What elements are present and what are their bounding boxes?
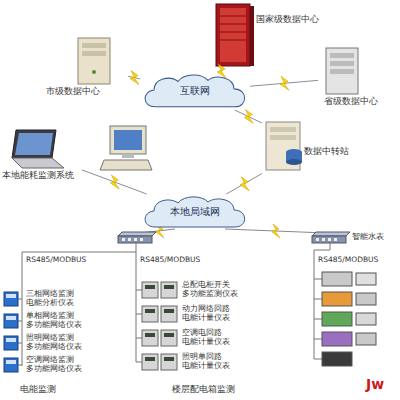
device-icon bbox=[322, 272, 376, 366]
lightning-symbol bbox=[280, 76, 289, 90]
device-label: 单相网络监测 多功能网络仪表 bbox=[26, 312, 86, 329]
network-link bbox=[82, 170, 147, 194]
device-node: 本地能耗监测系统 bbox=[2, 126, 82, 184]
network-cloud: 互联网 bbox=[140, 72, 250, 110]
device-label: RS485/MODBUS bbox=[318, 256, 378, 265]
node-label: 本地能耗监测系统 bbox=[2, 170, 74, 180]
lightning-symbol bbox=[110, 175, 119, 189]
meter-icon bbox=[4, 292, 18, 372]
server-icon bbox=[216, 4, 254, 66]
device-label: 三相网络监测 电能分析仪表 bbox=[26, 290, 86, 307]
server-icon bbox=[326, 48, 358, 94]
lightning-symbol bbox=[217, 64, 226, 78]
node-label: 市级数据中心 bbox=[46, 86, 100, 96]
device-label: 空调网络监测 多功能网络仪表 bbox=[26, 356, 86, 373]
lightning-symbol bbox=[272, 224, 280, 238]
device-node: 省级数据中心 bbox=[318, 44, 396, 110]
node-label: 本地局域网 bbox=[170, 206, 220, 218]
lightning-symbol bbox=[130, 71, 139, 85]
server-icon bbox=[266, 122, 302, 170]
device-label: 智能水表 bbox=[352, 232, 384, 241]
device-label: 照明网络监测 多功能网络仪表 bbox=[26, 334, 86, 351]
device-label: 动力网络回路 电能计量仪表 bbox=[182, 305, 242, 322]
device-label: 总配电柜开关 多功能监测仪表 bbox=[182, 281, 242, 298]
device-label: 照明单回路 电能计量仪表 bbox=[182, 353, 242, 370]
bus-wire bbox=[18, 243, 330, 366]
meter-icon bbox=[142, 282, 177, 370]
watermark: Jw bbox=[366, 376, 384, 392]
network-link bbox=[226, 174, 262, 194]
node-label: 省级数据中心 bbox=[324, 96, 378, 106]
laptop-icon bbox=[12, 130, 64, 168]
network-cloud: 本地局域网 bbox=[140, 194, 250, 230]
node-label: 国家级数据中心 bbox=[256, 14, 319, 24]
device-label: RS485/MODBUS bbox=[140, 256, 200, 265]
switch-icon bbox=[118, 232, 156, 243]
device-label: 楼层配电箱监测 bbox=[172, 384, 235, 394]
device-label: RS485/MODBUS bbox=[26, 256, 86, 265]
node-label: 数据中转站 bbox=[304, 146, 349, 156]
meter-display bbox=[145, 285, 174, 361]
desktop-icon bbox=[100, 126, 152, 170]
device-node: 数据中转站 bbox=[262, 118, 358, 174]
lightning-symbol bbox=[244, 110, 253, 124]
node-label: 互联网 bbox=[180, 85, 210, 97]
pc-tower-icon bbox=[78, 38, 110, 84]
device-label: 空调电回路 电能计量仪表 bbox=[182, 329, 242, 346]
device-node: 国家级数据中心 bbox=[212, 2, 322, 70]
switch-icon bbox=[312, 232, 350, 243]
network-link bbox=[235, 110, 262, 123]
lightning-symbol bbox=[240, 177, 249, 191]
device-label: 电能监测 bbox=[20, 384, 56, 394]
device-node: 市级数据中心 bbox=[44, 34, 128, 100]
